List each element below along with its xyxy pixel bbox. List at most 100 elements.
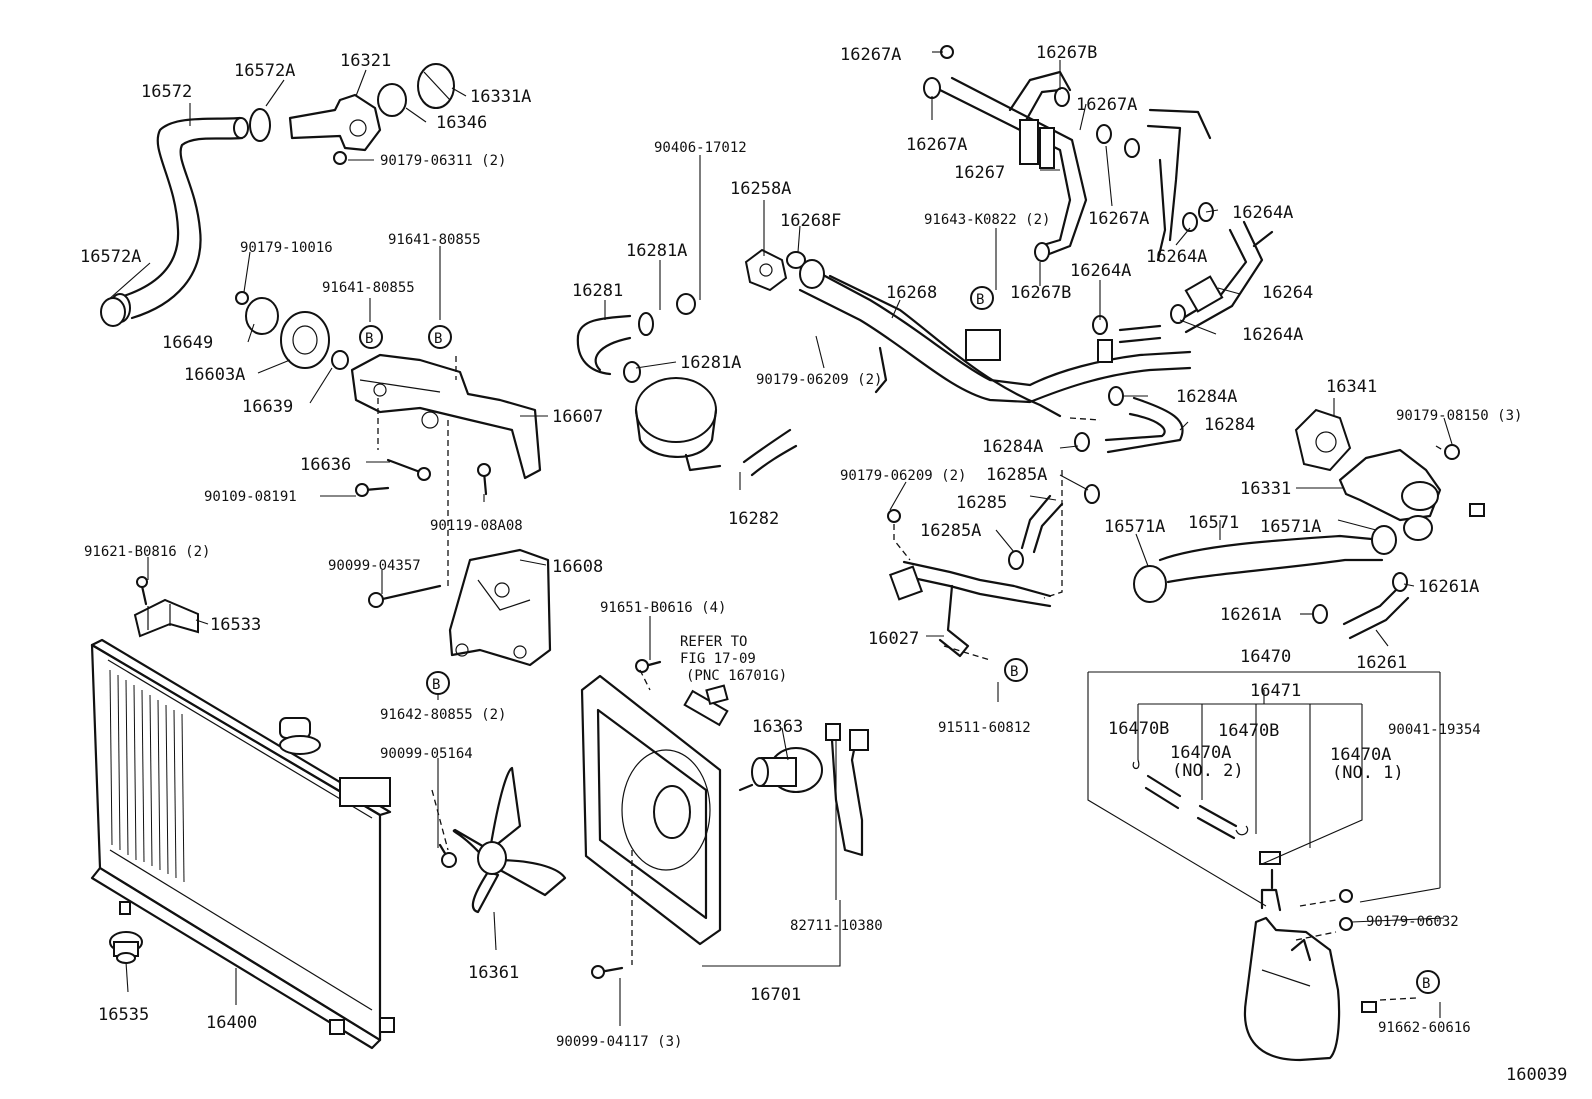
- bracket-16608: [448, 548, 552, 667]
- radiator-16400: [90, 638, 395, 1050]
- callout-letter: B: [976, 292, 984, 308]
- water-bypass-16281: [576, 293, 696, 383]
- label: 16572A: [234, 61, 295, 81]
- label: 16346: [436, 113, 487, 133]
- label: 16267B: [1010, 283, 1071, 303]
- callout-letter: B: [1422, 976, 1430, 992]
- label: 16264A: [1070, 261, 1131, 281]
- hose-16261: [1312, 572, 1410, 640]
- label: 16603A: [184, 365, 245, 385]
- label: 16281A: [626, 241, 687, 261]
- label: 16285A: [920, 521, 981, 541]
- label: 16267: [954, 163, 1005, 183]
- label: 16571A: [1260, 517, 1321, 537]
- label: 16607: [552, 407, 603, 427]
- label: 16639: [242, 397, 293, 417]
- label: 82711-10380: [790, 918, 883, 934]
- label: 16267A: [1076, 95, 1137, 115]
- label: 16284: [1204, 415, 1255, 435]
- label: 16331: [1240, 479, 1291, 499]
- label: 16361: [468, 963, 519, 983]
- label: 91651-B0616 (4): [600, 600, 726, 616]
- label: 16572A: [80, 247, 141, 267]
- circle-b-callout-icon: B B B B B B: [359, 286, 1440, 994]
- hoses-16267: [923, 45, 1140, 262]
- label: 16331A: [470, 87, 531, 107]
- label: 90099-04357: [328, 558, 421, 574]
- label: 91662-60616: [1378, 1020, 1471, 1036]
- label: 16636: [300, 455, 351, 475]
- label: 91643-K0822 (2): [924, 212, 1050, 228]
- label: 90406-17012: [654, 140, 747, 156]
- label: 90179-10016: [240, 240, 333, 256]
- leader-lines: [107, 51, 1453, 1026]
- lower-hose-16571: [1133, 525, 1397, 603]
- label: (PNC 16701G): [686, 668, 787, 684]
- label: 16285A: [986, 465, 1047, 485]
- bracket-16607: [350, 353, 542, 480]
- label: 90119-08A08: [430, 518, 523, 534]
- label: 16267A: [1088, 209, 1149, 229]
- label: REFER TO: [680, 634, 747, 650]
- label: 16470A: [1330, 745, 1391, 765]
- label: 16400: [206, 1013, 257, 1033]
- label: 16281A: [680, 353, 741, 373]
- label: 16261A: [1220, 605, 1281, 625]
- label: 16281: [572, 281, 623, 301]
- water-inlet-16331: [1294, 408, 1485, 541]
- label: (NO. 2): [1172, 761, 1244, 781]
- label: 16264A: [1146, 247, 1207, 267]
- fan-shroud-16701: [580, 674, 729, 946]
- label: 16470B: [1108, 719, 1169, 739]
- label: 16470: [1240, 647, 1291, 667]
- label: 16267B: [1036, 43, 1097, 63]
- fan-motor-16363: [738, 747, 823, 793]
- callout-letter: B: [1010, 664, 1018, 680]
- label: 16267A: [906, 135, 967, 155]
- hose-16285: [1008, 484, 1100, 570]
- pulley-parts: [235, 291, 349, 370]
- label: 16608: [552, 557, 603, 577]
- label: 91641-80855: [322, 280, 415, 296]
- label: 16284A: [1176, 387, 1237, 407]
- label: 90179-06209 (2): [840, 468, 966, 484]
- label: 16264A: [1242, 325, 1303, 345]
- drain-plug-16535: [109, 931, 143, 964]
- label: 16571: [1188, 513, 1239, 533]
- diagram-id: 160039: [1506, 1065, 1567, 1085]
- label: 16258A: [730, 179, 791, 199]
- reservoir-tank-16470: [1243, 851, 1377, 1062]
- part-labels: 16572 16572A 16572A 16321 16331A 16346 9…: [80, 43, 1567, 1085]
- label: (NO. 1): [1332, 763, 1404, 783]
- label: 90179-06311 (2): [380, 153, 506, 169]
- hose-clamp-icon: [100, 108, 271, 327]
- wire-harness-82711: [825, 723, 869, 857]
- upper-hose-16572: [108, 116, 249, 323]
- label: 90179-06209 (2): [756, 372, 882, 388]
- bolt-icon: [355, 458, 662, 979]
- oil-cooler-16282: [634, 377, 798, 477]
- label: 16268: [886, 283, 937, 303]
- label: 16264: [1262, 283, 1313, 303]
- label: 16341: [1326, 377, 1377, 397]
- water-pipe-16268: [798, 259, 1192, 418]
- label: 16027: [868, 629, 919, 649]
- label: 90099-05164: [380, 746, 473, 762]
- label: 90179-06032: [1366, 914, 1459, 930]
- label: 16282: [728, 509, 779, 529]
- label: 16261A: [1418, 577, 1479, 597]
- reservoir-leader-lines: [1087, 671, 1441, 907]
- label: 16285: [956, 493, 1007, 513]
- label: 16321: [340, 51, 391, 71]
- radiator-support-16533: [133, 576, 199, 638]
- label: 90109-08191: [204, 489, 297, 505]
- callout-letter: B: [365, 331, 373, 347]
- bypass-pipe-16027: [887, 509, 1052, 658]
- fan-16361: [452, 766, 567, 914]
- label: 90179-08150 (3): [1396, 408, 1522, 424]
- label: 16533: [210, 615, 261, 635]
- label: 90099-04117 (3): [556, 1034, 682, 1050]
- label: 16363: [752, 717, 803, 737]
